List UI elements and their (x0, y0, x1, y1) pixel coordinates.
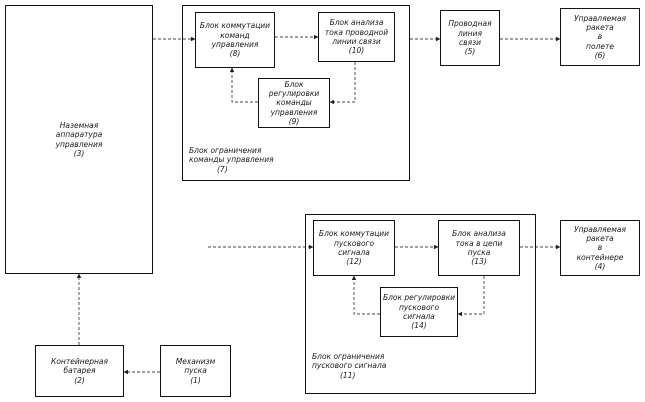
block-8: Блок коммутации команд управления (8) (195, 12, 275, 68)
block-12: Блок коммутации пускового сигнала (12) (313, 220, 395, 276)
block-10-line-3: линии связи (332, 37, 381, 46)
group-7-label: Блок ограничения команды управления (7) (189, 146, 274, 174)
block-4: Управляемая ракета в контейнере (4) (560, 220, 640, 276)
block-10-line-2: тока проводной (325, 28, 388, 37)
block-6-line-3: в (598, 32, 602, 41)
block-1-line-2: пуска (184, 366, 207, 375)
block-6-line-4: полете (586, 42, 614, 51)
group-11-label-line-3: (11) (312, 371, 386, 380)
block-9-line-4: (9) (289, 117, 300, 126)
block-9-line-2: команды (276, 98, 311, 107)
block-13: Блок анализа тока в цепи пуска (13) (438, 220, 520, 276)
block-13-line-4: (13) (471, 257, 486, 266)
block-14-line-3: сигнала (403, 312, 435, 321)
block-14-line-2: пускового (399, 303, 439, 312)
block-8-line-3: управления (212, 40, 259, 49)
block-3: Наземная аппаратура управления (3) (5, 5, 153, 274)
block-13-line-2: тока в цепи (456, 239, 503, 248)
block-13-line-1: Блок анализа (452, 229, 506, 238)
block-2: Контейнерная батарея (2) (35, 345, 124, 397)
block-12-line-1: Блок коммутации (319, 229, 389, 238)
block-4-line-1: Управляемая (574, 225, 626, 234)
block-5-line-3: связи (459, 38, 481, 47)
block-8-line-4: (8) (230, 49, 241, 58)
block-14-line-4: (14) (411, 321, 426, 330)
block-6-line-2: ракета (586, 23, 613, 32)
block-5-line-4: (5) (465, 47, 476, 56)
block-2-line-1: Контейнерная (51, 357, 108, 366)
block-10: Блок анализа тока проводной линии связи … (318, 12, 395, 62)
block-14-line-1: Блок регулировки (383, 293, 455, 302)
block-1: Механизм пуска (1) (160, 345, 231, 397)
block-9: Блок регулировки команды управления (9) (258, 78, 330, 128)
block-12-line-3: сигнала (338, 248, 370, 257)
block-10-line-4: (10) (349, 46, 364, 55)
block-5-line-1: Проводная (448, 19, 491, 28)
group-7-label-line-2: команды управления (189, 155, 274, 164)
block-1-line-1: Механизм (176, 357, 216, 366)
block-13-line-3: пуска (468, 248, 491, 257)
block-12-line-4: (12) (346, 257, 361, 266)
block-8-line-1: Блок коммутации (200, 21, 270, 30)
block-2-line-2: батарея (63, 366, 95, 375)
group-11-label-line-1: Блок ограничения (312, 352, 386, 361)
block-4-line-4: контейнере (577, 253, 624, 262)
block-3-line-2: аппаратура (56, 130, 103, 139)
group-7-label-line-1: Блок ограничения (189, 146, 274, 155)
group-11-label: Блок ограничения пускового сигнала (11) (312, 352, 386, 380)
block-3-line-3: управления (56, 140, 103, 149)
block-8-line-2: команд (220, 31, 249, 40)
block-1-line-3: (1) (190, 376, 201, 385)
block-6-line-1: Управляемая (574, 14, 626, 23)
block-6-line-5: (6) (595, 51, 606, 60)
block-4-line-3: в (598, 243, 602, 252)
block-3-line-1: Наземная (60, 121, 99, 130)
block-4-line-5: (4) (595, 262, 606, 271)
block-9-line-3: управления (271, 108, 318, 117)
block-9-line-1: Блок регулировки (259, 80, 329, 99)
block-2-line-3: (2) (74, 376, 85, 385)
block-4-line-2: ракета (586, 234, 613, 243)
block-6: Управляемая ракета в полете (6) (560, 8, 640, 66)
block-3-line-4: (3) (74, 149, 85, 158)
group-11-label-line-2: пускового сигнала (312, 361, 386, 370)
block-5-line-2: линия (458, 29, 482, 38)
block-14: Блок регулировки пускового сигнала (14) (380, 287, 458, 337)
block-12-line-2: пускового (334, 239, 374, 248)
group-7-label-line-3: (7) (189, 165, 274, 174)
block-5: Проводная линия связи (5) (440, 10, 500, 66)
block-10-line-1: Блок анализа (330, 18, 384, 27)
